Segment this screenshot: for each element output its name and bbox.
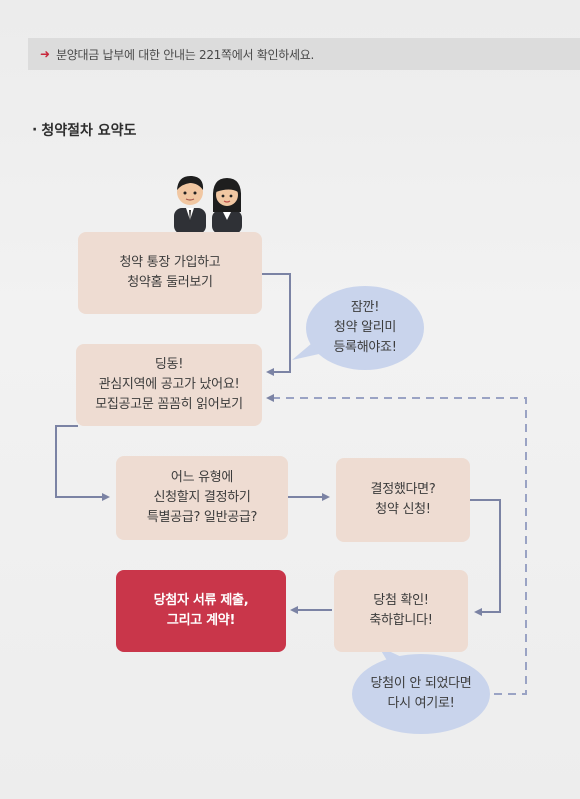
section-title-text: 청약절차 요약도 <box>41 123 137 139</box>
reminder-bubble-text: 잠깐! 청약 알리미 등록해야죠! <box>333 300 397 355</box>
step-3-text: 어느 유형에 신청할지 결정하기 특별공급? 일반공급? <box>146 470 258 525</box>
connector-step2-step3 <box>55 425 110 501</box>
bullet-icon: · <box>32 122 38 138</box>
arrow-right-icon: ➜ <box>40 47 51 61</box>
section-title: · 청약절차 요약도 <box>32 120 136 140</box>
step-5-box: 당첨 확인! 축하합니다! <box>334 570 468 652</box>
connector-step4-step5 <box>470 499 501 616</box>
step-4-box: 결정했다면? 청약 신청! <box>336 458 470 542</box>
step-1-text: 청약 통장 가입하고 청약홈 둘러보기 <box>119 255 221 290</box>
reminder-bubble: 잠깐! 청약 알리미 등록해야죠! <box>306 286 424 370</box>
step-2-box: 딩동! 관심지역에 공고가 났어요! 모집공고문 꼼꼼히 읽어보기 <box>76 344 262 426</box>
notice-text: 분양대금 납부에 대한 안내는 221쪽에서 확인하세요. <box>56 47 314 62</box>
connector-step1-step2 <box>262 273 291 376</box>
step-6-text: 당첨자 서류 제출, 그리고 계약! <box>153 593 249 628</box>
step-6-final-box: 당첨자 서류 제출, 그리고 계약! <box>116 570 286 652</box>
notice-bar: ➜ 분양대금 납부에 대한 안내는 221쪽에서 확인하세요. <box>28 38 580 70</box>
step-5-text: 당첨 확인! 축하합니다! <box>369 593 433 628</box>
step-3-box: 어느 유형에 신청할지 결정하기 특별공급? 일반공급? <box>116 456 288 540</box>
step-4-text: 결정했다면? 청약 신청! <box>370 482 436 517</box>
couple-illustration-icon <box>174 175 242 234</box>
step-1-box: 청약 통장 가입하고 청약홈 둘러보기 <box>78 232 262 314</box>
step-2-text: 딩동! 관심지역에 공고가 났어요! 모집공고문 꼼꼼히 읽어보기 <box>95 357 243 412</box>
retry-bubble: 당첨이 안 되었다면 다시 여기로! <box>352 654 490 734</box>
retry-bubble-text: 당첨이 안 되었다면 다시 여기로! <box>370 676 472 711</box>
